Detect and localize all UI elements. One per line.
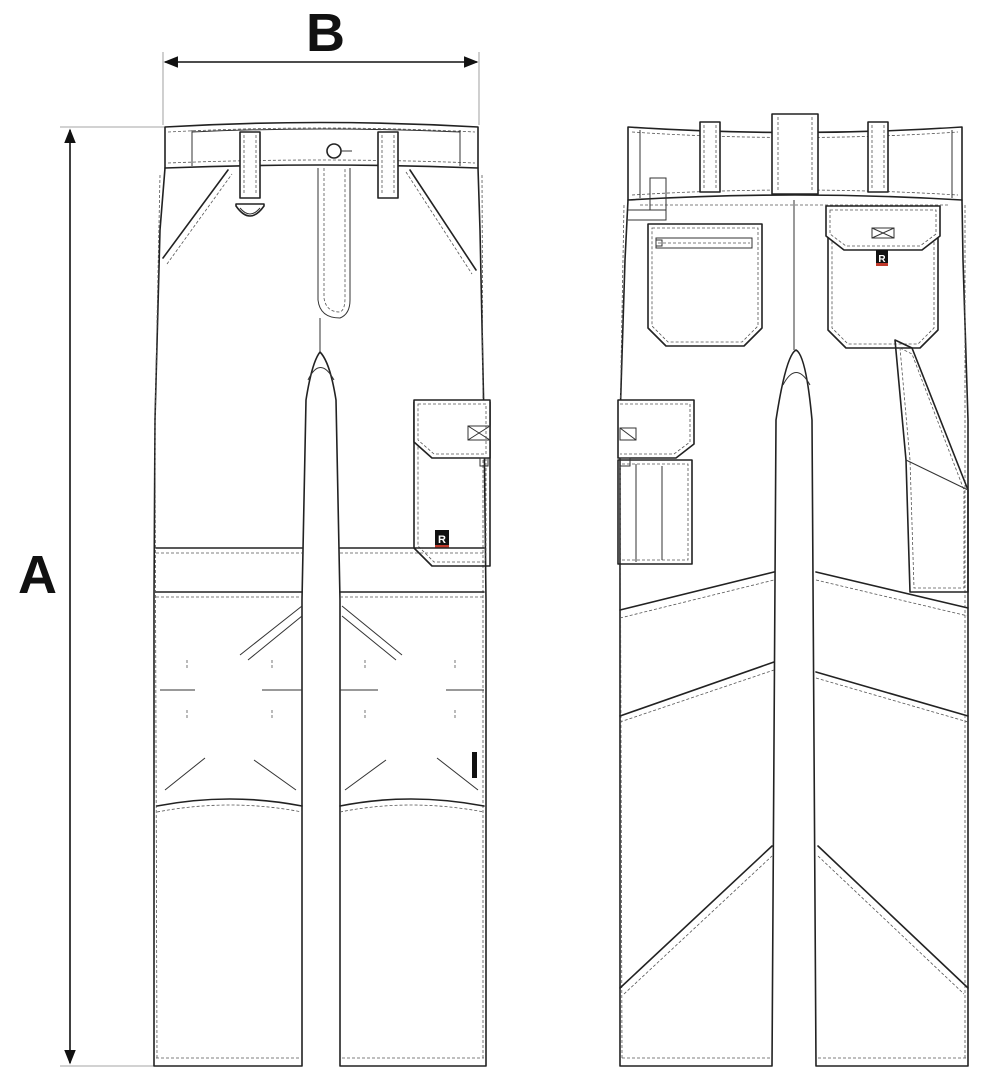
dimension-a-label: A: [18, 545, 57, 605]
side-panel-back-right: [894, 339, 969, 593]
back-belt-loop-3: [867, 121, 889, 193]
dimension-b-label: B: [306, 3, 345, 63]
back-seam-mid-left: [619, 661, 775, 717]
back-pocket-flap: [825, 205, 941, 349]
back-seam-upper-left: [619, 571, 775, 611]
brand-badge-front-letter: R: [438, 534, 446, 546]
back-view: R: [617, 113, 969, 1067]
side-label-tab: [472, 752, 477, 778]
back-seam-upper-right: [815, 571, 969, 609]
brand-badge-back: R: [876, 250, 888, 266]
dimension-b-line: [162, 52, 480, 125]
back-outline: [619, 199, 969, 1067]
front-outline: [153, 167, 487, 1067]
cargo-pocket-front: [413, 399, 491, 567]
belt-loop-right: [377, 131, 399, 199]
belt-loop-left: [239, 131, 261, 199]
front-pocket-right: [409, 169, 477, 271]
front-view: R: [153, 121, 491, 1067]
back-seam-mid-right: [815, 671, 969, 717]
waist-button: [326, 143, 352, 159]
knee-pad-left: [156, 605, 303, 813]
back-belt-loop-1: [699, 121, 721, 193]
front-fly: [317, 168, 351, 319]
front-pocket-left: [162, 169, 229, 259]
d-ring: [235, 203, 265, 217]
back-belt-loop-2: [771, 113, 819, 195]
back-seam-lower-left: [619, 845, 773, 989]
cargo-pocket-back: [617, 399, 695, 565]
back-pocket-zip: [647, 223, 763, 347]
knee-pad-right: [339, 605, 485, 813]
back-seam-lower-right: [817, 845, 969, 989]
dimension-a-line: [60, 126, 165, 1067]
brand-badge-back-letter: R: [878, 254, 886, 265]
brand-badge-front: R: [435, 530, 449, 548]
